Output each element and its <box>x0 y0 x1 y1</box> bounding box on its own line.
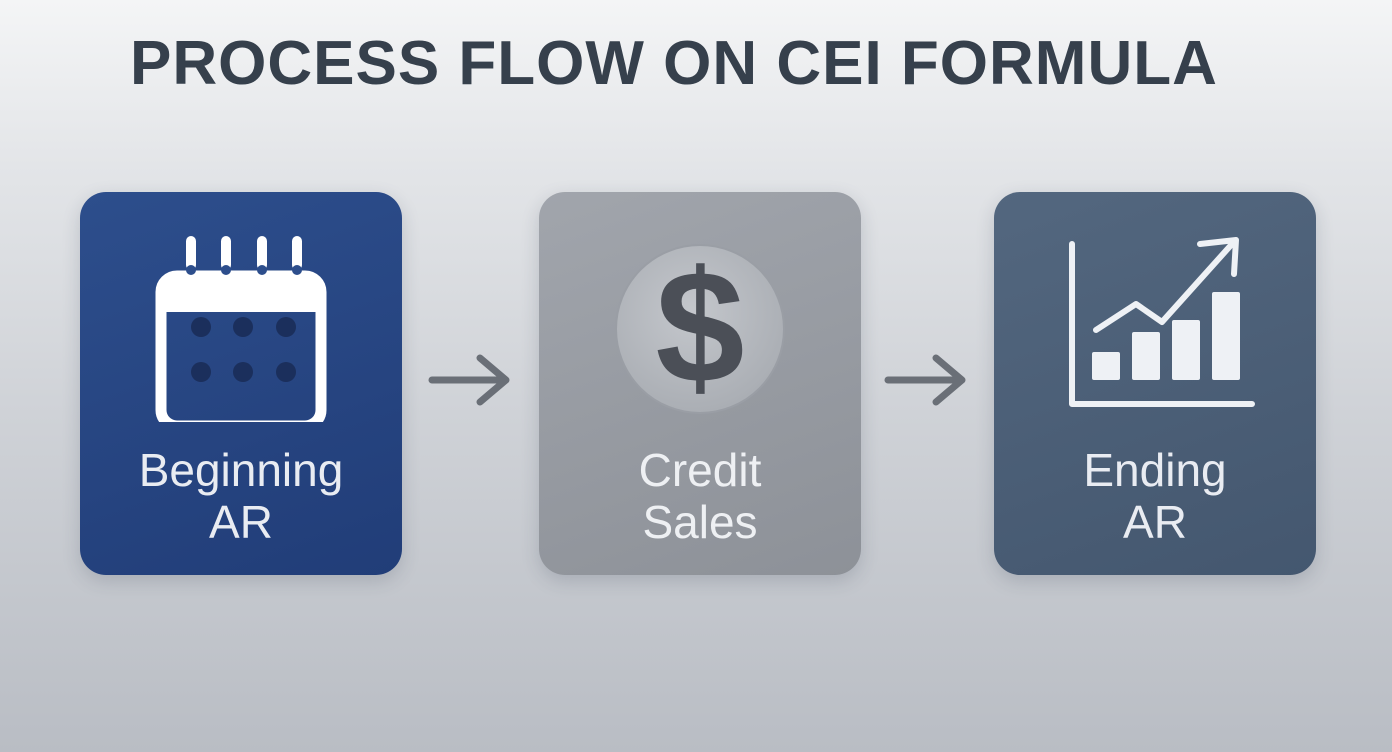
step-card-ending-ar: Ending AR <box>994 192 1316 575</box>
step-card-beginning-ar: Beginning AR <box>80 192 402 575</box>
step-label: Credit Sales <box>638 444 762 548</box>
arrow-right-icon <box>884 354 966 406</box>
step-label: Ending AR <box>1083 444 1227 548</box>
dollar-icon: $ <box>615 237 785 416</box>
step-card-credit-sales: $ Credit Sales <box>539 192 861 575</box>
growth-chart-icon <box>1069 237 1255 407</box>
arrow-right-icon <box>428 354 510 406</box>
step-label: Beginning AR <box>138 444 344 548</box>
svg-text:$: $ <box>656 237 745 416</box>
calendar-icon <box>155 236 327 422</box>
page-title: PROCESS FLOW ON CEI FORMULA <box>130 29 1218 98</box>
